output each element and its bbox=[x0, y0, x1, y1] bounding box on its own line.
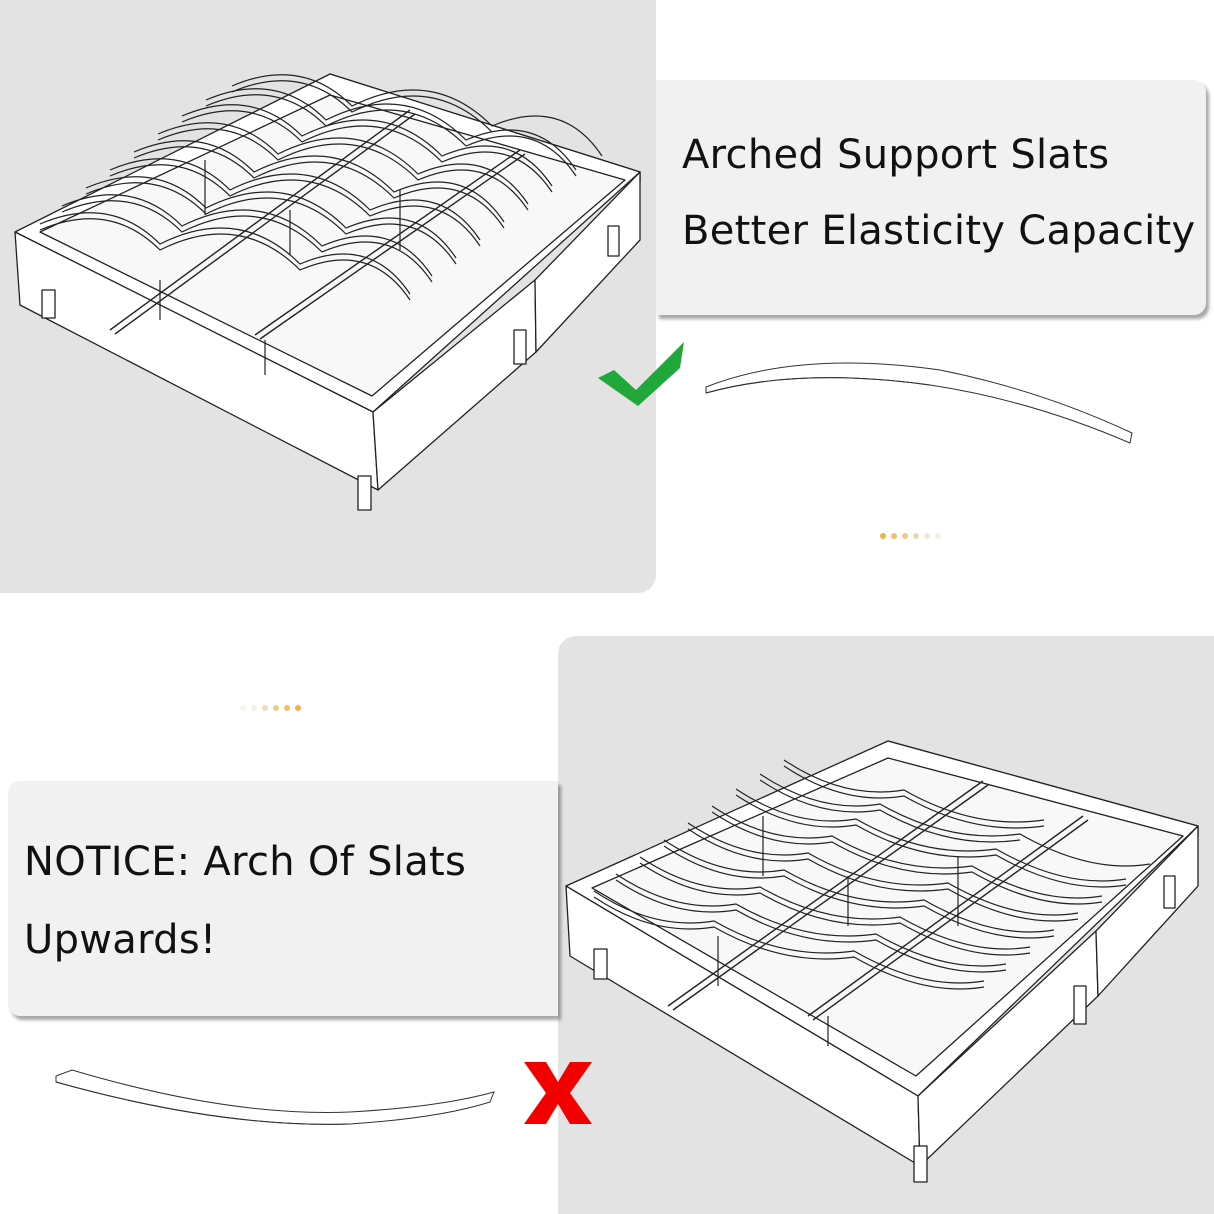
notice-title: NOTICE: Arch Of Slats bbox=[24, 839, 467, 885]
pager-dot bbox=[295, 705, 301, 711]
bottom-illustration-panel bbox=[558, 636, 1214, 1214]
pager-dot bbox=[935, 533, 941, 539]
bed-frame-downward-illustration bbox=[565, 740, 1199, 1183]
pager-dot bbox=[924, 533, 930, 539]
slat-arched-upward bbox=[705, 362, 1133, 444]
pager-dot bbox=[891, 533, 897, 539]
caption-subtitle: Better Elasticity Capacity bbox=[682, 208, 1196, 254]
top-caption-box: Arched Support Slats Better Elasticity C… bbox=[656, 80, 1206, 315]
bottom-caption-box: NOTICE: Arch Of Slats Upwards! bbox=[8, 781, 558, 1016]
caption-title: Arched Support Slats bbox=[682, 132, 1110, 178]
check-icon bbox=[598, 342, 684, 406]
pager-dots-bottom bbox=[240, 705, 301, 711]
pager-dot bbox=[240, 705, 246, 711]
pager-dot bbox=[902, 533, 908, 539]
x-cross-icon bbox=[524, 1062, 592, 1124]
pager-dot bbox=[284, 705, 290, 711]
pager-dot bbox=[880, 533, 886, 539]
notice-subtitle: Upwards! bbox=[24, 917, 217, 963]
pager-dot bbox=[273, 705, 279, 711]
slat-arched-downward bbox=[55, 1069, 495, 1125]
bed-frame-upward-illustration bbox=[14, 73, 641, 511]
pager-dot bbox=[913, 533, 919, 539]
pager-dot bbox=[262, 705, 268, 711]
pager-dots-top bbox=[880, 533, 941, 539]
top-illustration-panel bbox=[0, 0, 656, 593]
pager-dot bbox=[251, 705, 257, 711]
